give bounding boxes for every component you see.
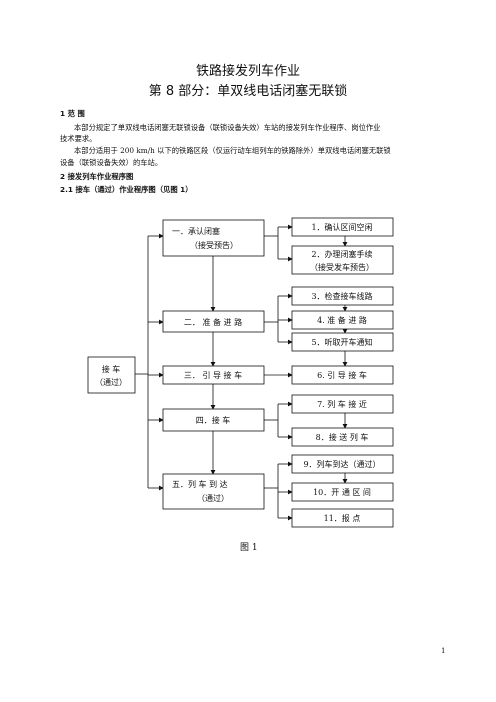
step-5-label: 5．听取开车通知 (311, 337, 372, 347)
stage-node-1: 一．承认闭塞 （接受预告） (162, 219, 265, 257)
step-node-10: 10．开 通 区 间 (291, 482, 394, 502)
document-subtitle: 第 8 部分：单双线电话闭塞无联锁 (148, 84, 348, 99)
section-1-para-1-line-2: 技术要求。 (60, 134, 97, 143)
stage-4-label: 四．接 车 (196, 415, 231, 425)
step-2-label-line-1: 2．办理闭塞手续 (311, 249, 372, 259)
root-label-line-2: （通过） (95, 377, 127, 387)
stage-node-4: 四．接 车 (162, 408, 265, 432)
section-1-para-2-line-2: 设备（联锁设备失效）的车站。 (60, 158, 163, 167)
step-8-label: 8．接 送 列 车 (316, 432, 369, 442)
step-10-label: 10．开 通 区 间 (313, 487, 371, 497)
root-node: 接 车 （通过） (87, 356, 136, 394)
step-7-label: 7. 列 车 接 近 (317, 399, 367, 409)
section-1-para-2-line-1: 本部分适用于 200 km/h 以下的铁路区段（仅运行动车组列车的铁路除外）单双… (74, 146, 391, 155)
stage-1-label-line-1: 一．承认闭塞 (172, 226, 220, 236)
step-node-11: 11．报 点 (291, 508, 394, 528)
step-2-label-line-2: （接受发车预告） (310, 262, 374, 272)
step-6-label: 6. 引 导 接 车 (317, 370, 367, 380)
step-node-4: 4. 准 备 进 路 (291, 310, 394, 330)
stage-3-label: 三． 引 导 接 车 (184, 370, 242, 380)
section-2-heading: 2 接发列车作业程序图 (60, 172, 134, 181)
stage-5-label-line-1: 五．列 车 到 达 (172, 479, 228, 489)
step-4-label: 4. 准 备 进 路 (317, 315, 367, 325)
figure-caption: 图 1 (240, 543, 258, 553)
step-node-3: 3．检查接车线路 (291, 286, 394, 306)
stage-node-5: 五．列 车 到 达 （通过） (162, 473, 265, 510)
section-2-1-heading: 2.1 接车（通过）作业程序图（见图 1） (60, 185, 193, 194)
step-node-8: 8．接 送 列 车 (291, 427, 394, 447)
root-label-line-1: 接 车 (102, 364, 121, 374)
section-1-para-1-line-1: 本部分规定了单双线电话闭塞无联锁设备（联锁设备失效）车站的接发列车作业程序、岗位… (74, 123, 381, 132)
document-title: 铁路接发列车作业 (195, 64, 300, 79)
step-3-label: 3．检查接车线路 (311, 291, 372, 301)
connector-lines (135, 224, 348, 521)
step-node-6: 6. 引 导 接 车 (291, 365, 394, 385)
step-1-label: 1．确认区间空闲 (311, 222, 372, 232)
step-node-9: 9．列车到达（通过） (291, 454, 394, 474)
step-11-label: 11．报 点 (324, 513, 361, 523)
section-1-heading: 1 范 围 (60, 109, 85, 118)
stage-node-3: 三． 引 导 接 车 (162, 365, 265, 385)
page-number: 1 (441, 647, 446, 655)
stage-node-2: 二． 准 备 进 路 (162, 310, 265, 333)
stage-2-label: 二． 准 备 进 路 (184, 317, 242, 327)
stage-5-label-line-2: （通过） (197, 493, 229, 503)
step-node-5: 5．听取开车通知 (291, 332, 394, 352)
step-node-2: 2．办理闭塞手续 （接受发车预告） (291, 245, 394, 275)
step-node-7: 7. 列 车 接 近 (291, 394, 394, 414)
stage-1-label-line-2: （接受预告） (190, 240, 238, 250)
step-node-1: 1．确认区间空闲 (291, 217, 394, 237)
step-9-label: 9．列车到达（通过） (303, 459, 380, 469)
